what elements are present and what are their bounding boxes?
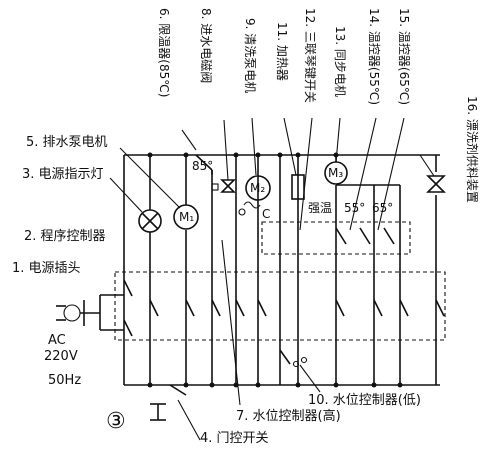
triple-switch-label: 12. 三联琴键开关	[303, 8, 317, 103]
voltage-label: 220V	[44, 349, 78, 364]
controller-contacts	[123, 155, 445, 385]
power-plug	[56, 294, 124, 331]
limiter-label: 6. 限温器(85℃)	[157, 8, 171, 97]
power-plug-label: 1. 电源插头	[12, 261, 81, 276]
frequency-label: 50Hz	[48, 373, 81, 388]
power-lamp-symbol	[138, 209, 162, 233]
pump-motor-label: 5. 排水泵电机	[26, 135, 108, 150]
pump-motor-symbol: M₁	[173, 204, 199, 230]
thermo-55-label: 14. 温控器(55℃)	[367, 8, 381, 105]
water-level-switches	[279, 349, 308, 368]
wash-motor-symbol: M₂	[238, 175, 271, 216]
power-lamp-label: 3. 电源指示灯	[22, 167, 104, 182]
thermo-65-label: 15. 温控器(65℃)	[397, 8, 411, 105]
m3-label: M₃	[328, 166, 343, 180]
thermostat-contacts	[335, 227, 395, 245]
figure-number: ③	[106, 409, 126, 434]
door-switch-label: 4. 门控开关	[200, 431, 269, 446]
m2-label: M₂	[250, 181, 265, 195]
inlet-valve-label: 8. 进水电磁阀	[199, 8, 214, 83]
sync-motor-label: 13. 同步电机	[333, 26, 347, 97]
water-level-high-label: 7. 水位控制器(高)	[236, 408, 341, 424]
rinse-valve-symbol	[426, 175, 446, 193]
limiter-symbol: 85°	[181, 129, 213, 175]
strong-warm-label: 强温	[308, 201, 332, 215]
c-label: C	[262, 207, 270, 221]
heater-label: 11. 加热器	[275, 22, 289, 81]
m1-label: M₁	[179, 210, 194, 224]
wash-motor-label: 9. 清洗泵电机	[243, 18, 257, 93]
heater-symbol	[291, 174, 305, 200]
leader-lines	[109, 117, 435, 441]
water-level-low-label: 10. 水位控制器(低)	[308, 393, 421, 408]
inlet-valve-symbol	[211, 179, 236, 193]
temp-85-label: 85°	[192, 159, 213, 173]
door-switch-symbol	[150, 384, 187, 421]
program-controller-label: 2. 程序控制器	[24, 229, 106, 244]
rinse-device-label: 16. 漂洗剂供料装置	[465, 96, 480, 203]
sync-motor-symbol: M₃	[324, 161, 400, 186]
ac-label: AC	[48, 333, 66, 348]
